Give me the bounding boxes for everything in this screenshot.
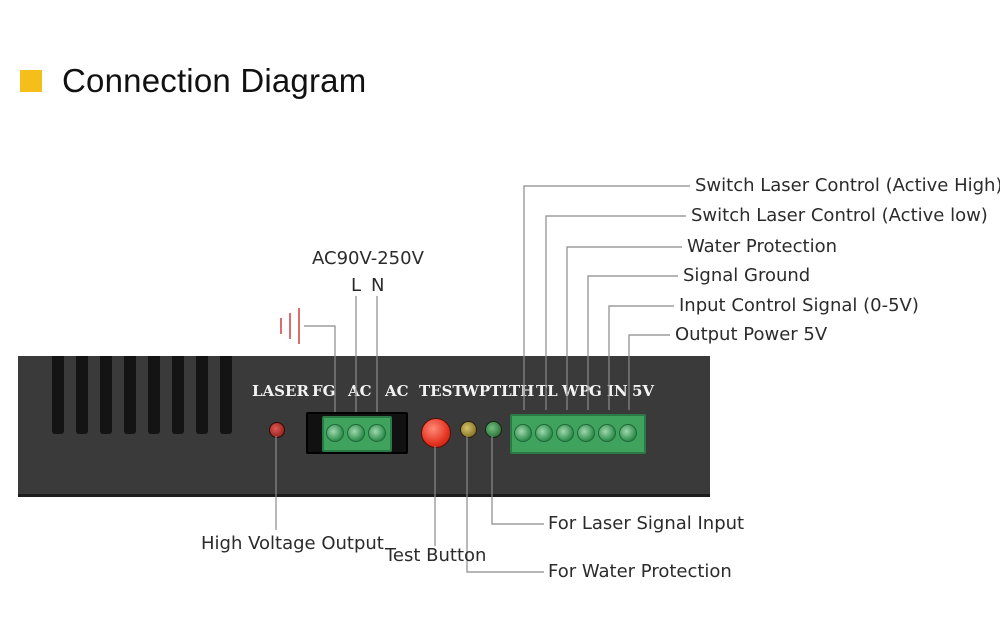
callout-line-water <box>466 436 544 573</box>
vent-slot <box>100 356 112 434</box>
terminal-screw <box>619 424 637 442</box>
vent-slot <box>196 356 208 434</box>
callout-input-control-signal: Input Control Signal (0-5V) <box>679 295 919 316</box>
panel-label-ac: AC <box>385 382 409 400</box>
callout-laser-signal-input: For Laser Signal Input <box>548 513 745 534</box>
vent-slot <box>148 356 160 434</box>
callout-signal-ground: Signal Ground <box>683 265 811 286</box>
callout-output-power: Output Power 5V <box>675 324 828 345</box>
panel-label-wp2: WP <box>562 382 591 400</box>
callout-line-wp <box>566 246 682 410</box>
supply-n-label: N <box>371 275 385 296</box>
terminal-screw <box>577 424 595 442</box>
vent-slot <box>220 356 232 434</box>
tl-led-indicator <box>485 421 502 438</box>
callout-for-water-protection: For Water Protection <box>548 561 732 582</box>
vent-slot <box>172 356 184 434</box>
vent-slot <box>76 356 88 434</box>
callout-line-th <box>523 185 690 410</box>
callout-line-fg <box>304 325 336 412</box>
callout-water-protection: Water Protection <box>687 236 837 257</box>
panel-label-in: IN <box>607 382 628 400</box>
ground-icon <box>280 308 300 344</box>
panel-label-laser: LASER <box>252 382 309 400</box>
laser-led-indicator <box>269 422 285 438</box>
terminal-screw <box>514 424 532 442</box>
supply-l-label: L <box>351 275 362 296</box>
title-marker <box>20 70 42 92</box>
terminal-screw <box>347 424 365 442</box>
page-title: Connection Diagram <box>62 62 367 99</box>
test-button[interactable] <box>421 418 451 448</box>
panel-label-g: G <box>589 382 602 400</box>
panel-label-tl2: TL <box>536 382 558 400</box>
callout-line-laser-signal <box>491 436 544 525</box>
callout-high-voltage-output: High Voltage Output <box>201 533 384 554</box>
callout-line-g <box>587 275 678 410</box>
panel-label-5v: 5V <box>632 382 655 400</box>
panel-label-tl: TL <box>490 382 512 400</box>
panel-label-fg: FG <box>312 382 336 400</box>
callout-switch-active-low: Switch Laser Control (Active low) <box>691 205 988 226</box>
callout-line-tl <box>545 215 686 410</box>
wp-led-indicator <box>460 421 477 438</box>
callout-line-5v <box>628 334 670 410</box>
vent-slot <box>124 356 136 434</box>
callout-line-in <box>608 305 674 410</box>
panel-label-th: TH <box>509 382 535 400</box>
callout-switch-active-high: Switch Laser Control (Active High) <box>695 175 1000 196</box>
panel-label-ac: AC <box>348 382 372 400</box>
supply-voltage-label: AC90V-250V <box>312 248 424 269</box>
terminal-screw <box>326 424 344 442</box>
callout-test-button: Test Button <box>385 545 487 566</box>
terminal-screw <box>535 424 553 442</box>
terminal-screw <box>556 424 574 442</box>
terminal-screw <box>368 424 386 442</box>
terminal-screw <box>598 424 616 442</box>
panel-label-wp: WP <box>462 382 491 400</box>
vent-slot <box>52 356 64 434</box>
panel-label-test: TEST <box>419 382 464 400</box>
